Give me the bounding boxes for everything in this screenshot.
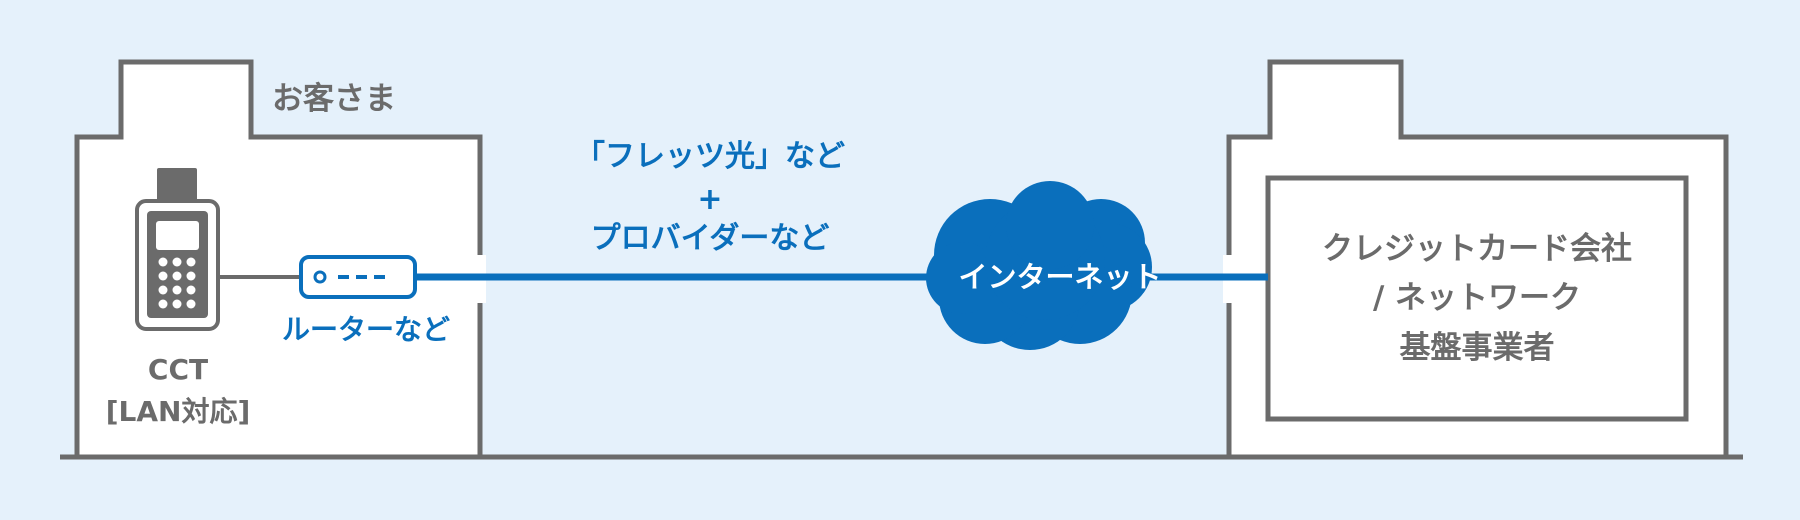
customer-title: お客さま [272,81,396,117]
operator-label-1: クレジットカード会社 [1322,231,1632,267]
router-label: ルーターなど [282,313,451,346]
line-label-1: 「フレッツ光」など [575,139,845,174]
cct-spec: [LAN対応] [105,395,251,428]
operator-label-3: 基盤事業者 [1399,330,1555,366]
cct-name: CCT [147,353,209,386]
cct-terminal-icon [135,168,220,331]
operator-inner-box [1265,175,1689,422]
router-icon [299,255,417,299]
internet-cloud-icon [926,181,1152,350]
operator-label-2: / ネットワーク [1372,280,1582,316]
customer-building [74,59,483,457]
internet-label: インターネット [958,260,1162,294]
line-label-plus: + [697,182,723,217]
line-label-2: プロバイダーなど [590,221,830,256]
